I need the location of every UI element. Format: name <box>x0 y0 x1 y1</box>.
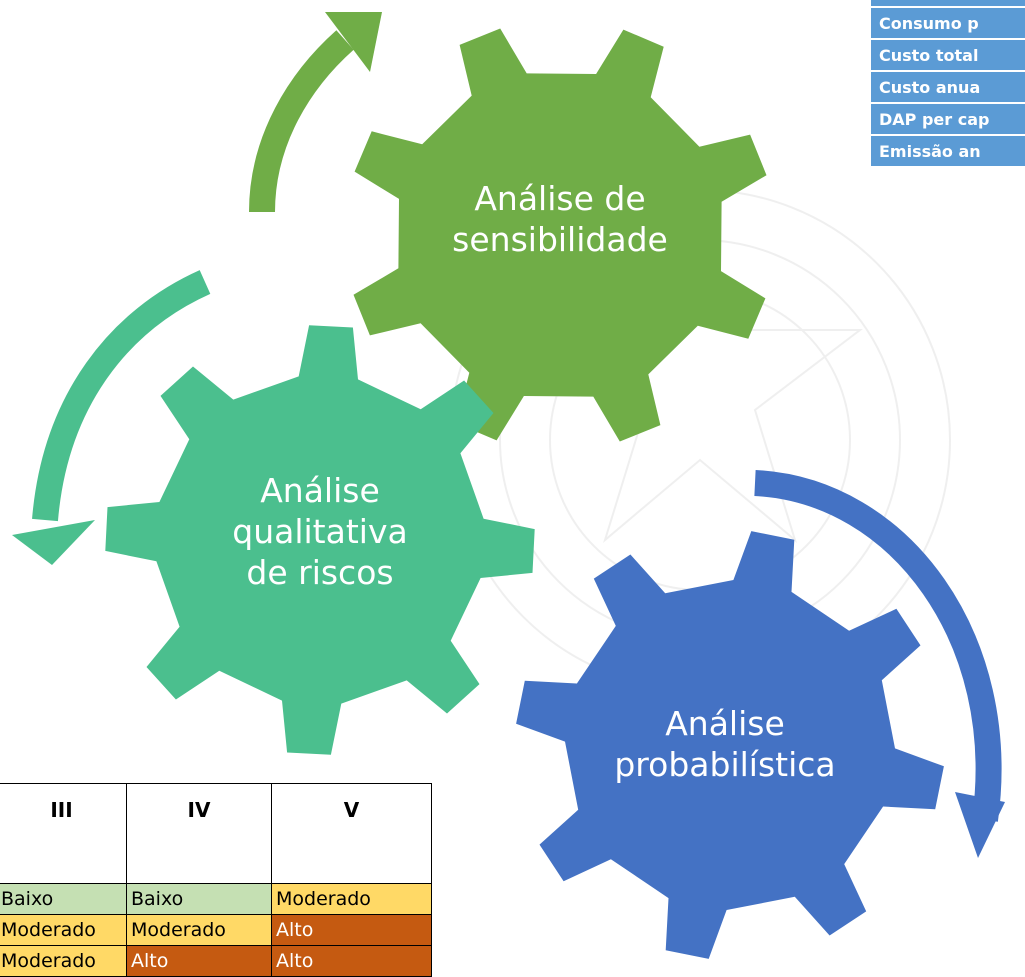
risk-cell: Alto <box>126 945 272 977</box>
gear-sensibilidade-line1: Análise de <box>474 179 646 218</box>
arrow-shaft <box>32 270 211 522</box>
variables-row: Emissão an <box>871 135 1025 168</box>
variables-row: Custo total <box>871 39 1025 72</box>
gear-qualitativa-line3: de riscos <box>246 553 394 592</box>
gear-probabilistica-label: Análise probabilística <box>585 703 865 785</box>
risk-cell: Moderado <box>271 883 432 915</box>
gear-sensibilidade-line2: sensibilidade <box>452 220 668 259</box>
risk-cell: Moderado <box>126 914 272 946</box>
gear-qualitativa <box>105 325 535 755</box>
risk-matrix-header-v: V <box>271 783 432 884</box>
arrow-head <box>12 520 95 565</box>
risk-matrix-header-iv: IV <box>126 783 272 884</box>
risk-matrix: III IV V Baixo Baixo Moderado Moderado M… <box>0 783 432 977</box>
gear-sensibilidade-label: Análise de sensibilidade <box>430 178 690 260</box>
risk-cell: Alto <box>271 914 432 946</box>
arrow-shaft <box>249 30 354 213</box>
risk-matrix-header-iii: III <box>0 783 127 884</box>
cycle-arrow-sensibilidade <box>249 12 382 213</box>
cycle-arrow-qualitativa <box>12 270 211 565</box>
gear-probabilistica-line1: Análise <box>665 704 785 743</box>
gear-qualitativa-label: Análise qualitativa de riscos <box>200 470 440 593</box>
arrow-head <box>325 12 382 72</box>
risk-cell: Moderado <box>0 914 127 946</box>
risk-cell: Alto <box>271 945 432 977</box>
cycle-arrow-probabilistica <box>754 470 1005 858</box>
risk-cell: Baixo <box>0 883 127 915</box>
variables-table-header-stub <box>871 0 1025 8</box>
variables-row: Consumo p <box>871 7 1025 40</box>
gear-sensibilidade <box>353 28 767 442</box>
gear-qualitativa-line2: qualitativa <box>232 512 408 551</box>
gear-probabilistica-line2: probabilística <box>614 745 836 784</box>
arrow-shaft <box>754 470 1002 822</box>
risk-cell: Moderado <box>0 945 127 977</box>
gear-qualitativa-line1: Análise <box>260 471 380 510</box>
arrow-head <box>955 792 1005 858</box>
risk-cell: Baixo <box>126 883 272 915</box>
variables-table: Consumo p Custo total Custo anua DAP per… <box>871 0 1025 168</box>
variables-row: Custo anua <box>871 71 1025 104</box>
gear-probabilistica <box>516 531 944 959</box>
variables-row: DAP per cap <box>871 103 1025 136</box>
